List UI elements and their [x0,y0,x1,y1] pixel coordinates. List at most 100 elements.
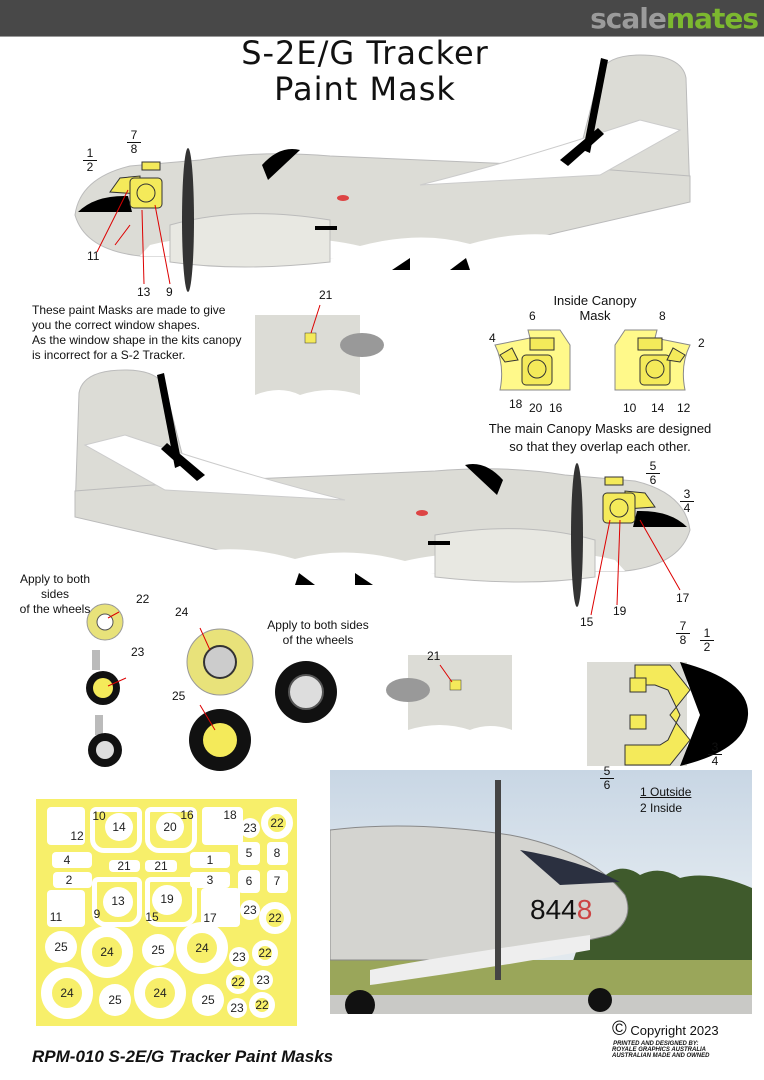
label-19: 19 [613,604,627,618]
mask-piece-number: 14 [112,820,126,834]
mask-piece [92,877,142,927]
logo-part-scale: scale [590,2,667,35]
denominator: 4 [711,754,719,768]
mask-piece-number: 10 [92,809,106,823]
apply-line: of the wheels [19,602,91,616]
printed-by: PRINTED AND DESIGNED BY: [613,1041,699,1047]
mask-piece-number: 24 [153,986,167,1000]
scalemates-logo[interactable]: scalemates [590,2,759,35]
label-8: 8 [659,309,666,323]
mask-piece [52,852,92,868]
mask-piece-number: 8 [273,846,281,860]
number-red: 8 [576,894,593,925]
intro-text: These paint Masks are made to give you t… [32,303,241,363]
mask-piece-number: 22 [255,998,269,1012]
mask-piece [267,842,288,865]
overlap-text: The main Canopy Masks are designed so th… [470,420,730,456]
mask-piece-number: 23 [256,973,270,987]
label-25: 25 [172,689,186,703]
site-header-bar: scalemates [0,0,764,37]
label-4: 4 [489,331,496,345]
footer-product-title: RPM-010 S-2E/G Tracker Paint Masks [32,1047,334,1066]
wheel-24 [186,628,254,696]
mask-piece-number: 18 [223,808,237,822]
intro-line: you the correct window shapes. [32,318,201,332]
label-21-bottom: 21 [427,649,441,663]
label-14: 14 [651,401,665,415]
nose-detail [587,662,749,766]
mask-piece-number: 3 [206,873,214,887]
mask-piece-number: 23 [232,950,246,964]
numerator: 7 [676,620,690,634]
mask-piece [227,998,247,1018]
mask-piece [253,970,273,990]
title-line: Inside Canopy [553,293,637,308]
label-20: 20 [529,401,543,415]
mask-piece-number: 23 [230,1001,244,1015]
mask-piece [252,940,278,966]
outside-inside-legend: 1 Outside 2 Inside [640,784,691,816]
title-line-1: S-2E/G Tracker [241,34,489,72]
apply-both-sides-text-1: Apply to both sides of the wheels [5,572,105,617]
mask-piece [267,870,288,893]
mask-piece [238,870,260,893]
label-9: 9 [166,285,173,299]
aircraft-photo: 8448 [330,770,752,1014]
label-24: 24 [175,605,189,619]
mask-piece [53,872,92,888]
mask-piece-number: 4 [63,853,71,867]
denominator: 4 [683,501,691,515]
mask-piece-number: 22 [258,946,272,960]
made-in: AUSTRALIAN MADE AND OWNED [612,1053,710,1059]
mask-piece-number: 25 [151,943,165,957]
label-18: 18 [509,397,523,411]
mask-piece-number: 20 [163,820,177,834]
company-name: ROYALE GRAPHICS AUSTRALIA [612,1047,707,1053]
numerator: 3 [708,741,722,755]
aircraft-number: 8448 [530,894,592,926]
apply-line: Apply to both sides [19,572,91,601]
mask-piece [90,807,142,853]
intro-line: These paint Masks are made to give [32,303,226,317]
legend-inside: 2 Inside [640,801,683,815]
numerator: 5 [646,460,660,474]
bottom-side-view-aircraft [74,369,691,608]
inside-canopy-title: Inside Canopy Mask [535,293,655,323]
mask-piece [240,818,260,838]
numerator: 3 [680,488,694,502]
mask-piece [201,888,240,927]
callout-lines [96,189,681,731]
mask-piece [226,970,250,994]
mask-piece-number: 19 [160,892,174,906]
inside-canopy-left [494,329,571,391]
mask-piece [99,984,131,1016]
mask-piece [145,860,177,872]
mask-piece-number: 9 [93,907,101,921]
label-16: 16 [549,401,563,415]
denominator: 2 [86,160,94,174]
mask-piece-number: 23 [243,821,257,835]
label-23: 23 [131,645,145,659]
mask-piece-number: 15 [145,910,159,924]
mask-piece-number: 25 [54,940,68,954]
mask-piece-number: 13 [111,894,125,908]
mask-piece [145,807,197,853]
mask-piece [249,992,275,1018]
label-13: 13 [137,285,151,299]
mask-piece-number: 22 [268,911,282,925]
mask-piece [238,842,260,865]
detail-box-21-top [255,304,384,400]
mask-piece [202,807,243,845]
title-line-2: Paint Mask [274,70,456,108]
mask-piece-number: 24 [100,945,114,959]
denominator: 2 [703,640,711,654]
mask-piece [142,934,174,966]
mask-piece [190,872,230,888]
